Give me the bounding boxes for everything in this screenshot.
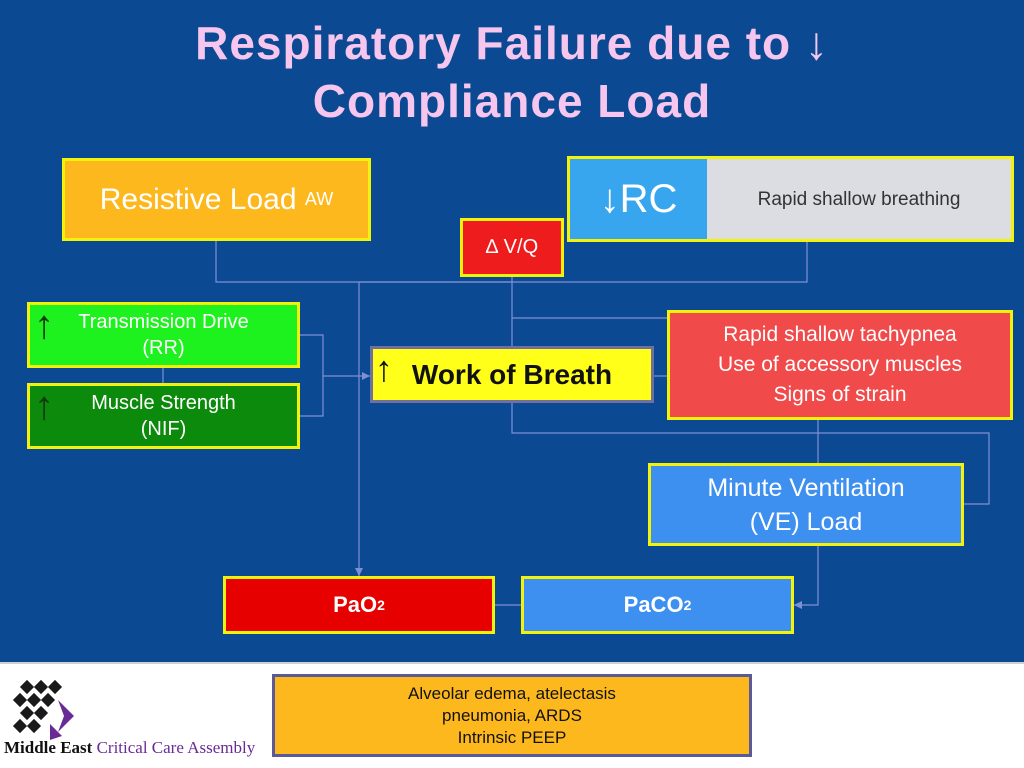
work-of-breath-label: Work of Breath <box>411 358 613 390</box>
resistive-load-box: Resistive Load AW <box>62 158 371 241</box>
causes-line-3: Intrinsic PEEP <box>457 727 567 747</box>
slide-title: Respiratory Failure due to ↓ Compliance … <box>0 14 1024 130</box>
resistive-load-label: Resistive Load <box>99 182 297 216</box>
muscle-strength-line-2: (NIF) <box>140 418 187 440</box>
minute-ventilation-line-1: Minute Ventilation <box>707 473 905 502</box>
causes-text: Alveolar edema, atelectasis pneumonia, A… <box>408 683 616 749</box>
title-line-1: Respiratory Failure due to ↓ <box>195 17 829 69</box>
causes-line-1: Alveolar edema, atelectasis <box>408 683 616 703</box>
logo-name-part-2: Critical Care Assembly <box>96 738 256 757</box>
signs-line-1: Rapid shallow tachypnea <box>723 323 957 346</box>
transmission-drive-line-1: Transmission Drive <box>78 311 249 333</box>
title-line-2: Compliance Load <box>312 75 712 127</box>
rapid-shallow-breathing-box: Rapid shallow breathing <box>757 189 961 210</box>
connector-to-pao2 <box>358 281 512 576</box>
muscle-strength-line-1: Muscle Strength <box>91 392 236 414</box>
rc-box: ↓RC <box>570 159 707 239</box>
paco2-subscript: 2 <box>683 597 692 613</box>
signs-of-strain-box: Rapid shallow tachypnea Use of accessory… <box>667 310 1013 420</box>
muscle-strength-box: ↑ Muscle Strength (NIF) <box>27 383 300 449</box>
signs-line-3: Signs of strain <box>773 383 907 406</box>
footer-divider <box>0 662 1024 664</box>
signs-line-2: Use of accessory muscles <box>718 353 962 376</box>
assembly-logo-icon <box>12 679 74 740</box>
pao2-label: PaO <box>333 592 378 617</box>
resistive-load-subscript: AW <box>304 189 334 209</box>
rc-group-box: ↓RC Rapid shallow breathing <box>567 156 1014 242</box>
arrowhead-pao2 <box>355 568 363 576</box>
up-arrow-icon: ↑ <box>375 348 393 389</box>
arrowhead-paco2 <box>794 601 802 609</box>
up-arrow-icon: ↑ <box>34 303 54 347</box>
connector-wob-mv <box>511 403 990 505</box>
transmission-drive-line-2: (RR) <box>142 337 185 359</box>
transmission-drive-text: Transmission Drive (RR) <box>78 309 248 361</box>
minute-ventilation-line-2: (VE) Load <box>749 507 863 536</box>
paco2-label: PaCO <box>623 592 684 617</box>
arrowhead-wob <box>362 372 370 380</box>
signs-text: Rapid shallow tachypnea Use of accessory… <box>718 320 962 410</box>
muscle-strength-text: Muscle Strength (NIF) <box>91 390 236 442</box>
up-arrow-icon: ↑ <box>34 384 54 428</box>
causes-line-2: pneumonia, ARDS <box>442 705 582 725</box>
transmission-drive-box: ↑ Transmission Drive (RR) <box>27 302 300 368</box>
assembly-logo-text: Middle East Critical Care Assembly <box>4 738 264 758</box>
minute-ventilation-text: Minute Ventilation (VE) Load <box>707 471 904 539</box>
causes-box: Alveolar edema, atelectasis pneumonia, A… <box>272 674 752 757</box>
pao2-subscript: 2 <box>377 597 385 613</box>
connector-transmission <box>300 334 324 417</box>
vq-box: ∆ V/Q <box>460 218 564 277</box>
minute-ventilation-box: Minute Ventilation (VE) Load <box>648 463 964 546</box>
logo-name-part-1: Middle East <box>4 738 93 757</box>
work-of-breath-box: ↑ Work of Breath <box>370 346 654 403</box>
